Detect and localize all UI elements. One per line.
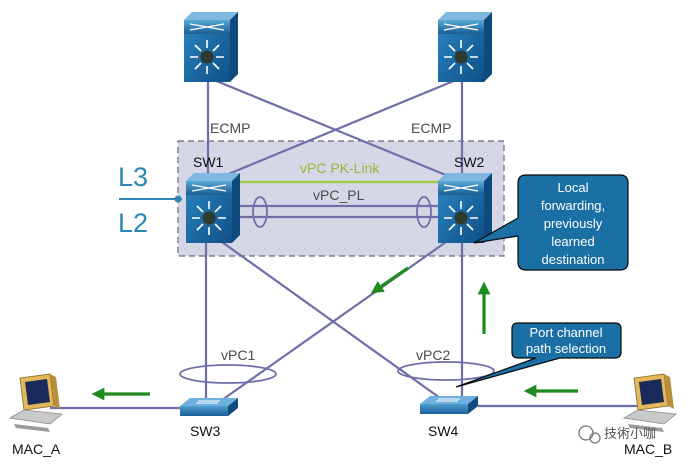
callout-line: Port channel <box>530 325 603 340</box>
host-mac-a-icon <box>8 373 63 432</box>
arrow-sw2-to-sw3 <box>370 266 409 294</box>
callout-line: previously <box>544 216 603 231</box>
pk-link-label: vPC PK-Link <box>300 160 380 176</box>
switch-sw1 <box>186 173 240 243</box>
vpc1-bundle <box>179 364 277 384</box>
switch-sw4 <box>420 396 478 414</box>
mac-a-label: MAC_A <box>12 441 61 457</box>
core-switch-left <box>184 12 238 82</box>
callout-port-channel <box>455 322 622 388</box>
callout-line: path selection <box>526 341 606 356</box>
watermark: 技術小咖 <box>578 425 656 444</box>
core-switch-right <box>438 12 492 82</box>
callout-line: destination <box>542 252 605 267</box>
vpc1-label: vPC1 <box>221 347 255 363</box>
sw1-label: SW1 <box>193 154 224 170</box>
switch-sw2 <box>438 173 492 243</box>
watermark-text: 技術小咖 <box>604 426 656 441</box>
callout-local-forwarding-text: Local forwarding, previously learned des… <box>541 180 605 267</box>
link-core2-sw1 <box>213 78 457 182</box>
mac-b-label: MAC_B <box>624 441 672 457</box>
host-mac-b-icon <box>622 373 677 432</box>
ecmp-right-label: ECMP <box>411 120 451 136</box>
vpc2-label: vPC2 <box>416 347 450 363</box>
peer-link-label: vPC_PL <box>313 187 365 203</box>
switch-sw3 <box>180 398 238 416</box>
callout-local-forwarding <box>473 174 629 271</box>
peer-link-bundle-left <box>252 196 268 228</box>
links <box>50 78 642 410</box>
ecmp-left-label: ECMP <box>210 120 250 136</box>
link-sw2-sw3 <box>221 241 447 401</box>
l2-label: L2 <box>118 208 148 238</box>
vpc2-bundle <box>397 361 495 381</box>
sw2-label: SW2 <box>454 154 485 170</box>
callout-line: learned <box>551 234 594 249</box>
sw3-label: SW3 <box>190 423 221 439</box>
l3-label: L3 <box>118 162 148 192</box>
peer-link-bundle-right <box>416 196 432 228</box>
callout-port-channel-text: Port channel path selection <box>526 325 606 356</box>
link-sw1-sw4 <box>221 241 441 399</box>
wechat-icon <box>578 425 594 441</box>
l3-l2-boundary-dot <box>174 195 182 203</box>
sw4-label: SW4 <box>428 423 459 439</box>
callout-line: Local <box>557 180 588 195</box>
callout-line: forwarding, <box>541 198 605 213</box>
